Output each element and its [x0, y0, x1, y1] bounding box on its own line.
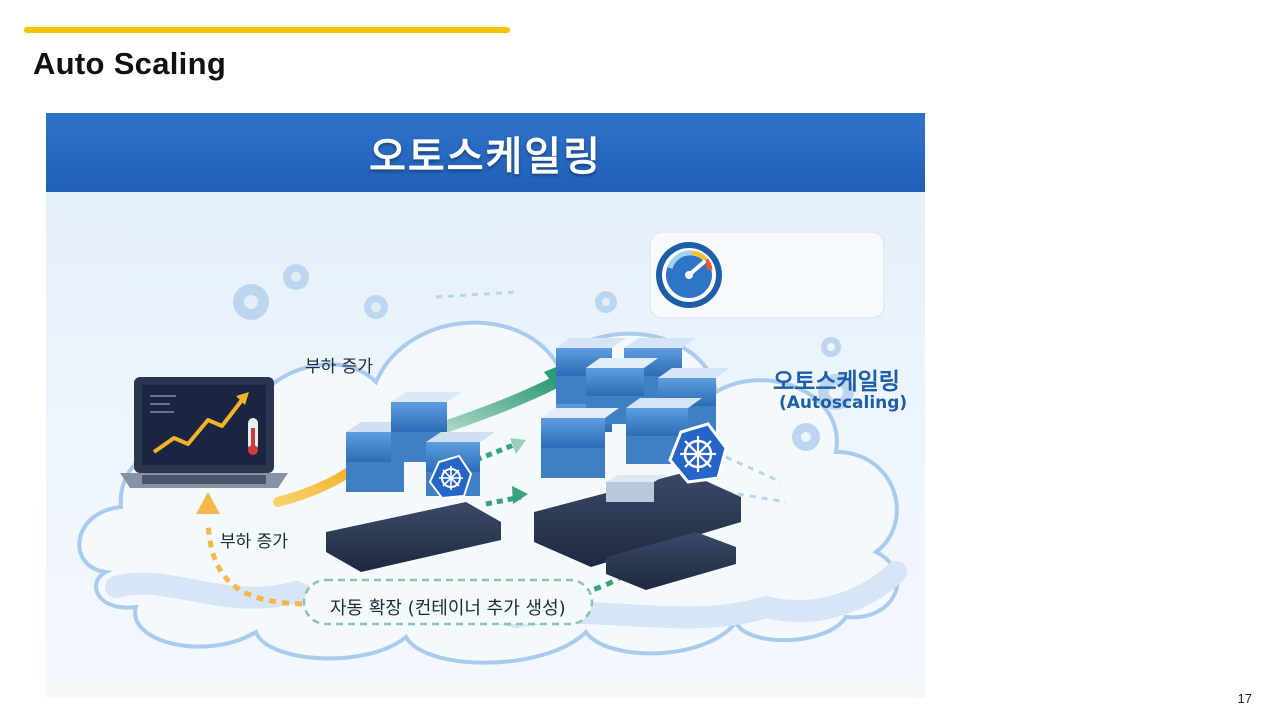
slide-title: Auto Scaling — [33, 46, 227, 81]
badge-subtitle: (Autoscaling) — [779, 393, 908, 413]
badge-title: 오토스케일링 — [773, 369, 900, 395]
scene-artwork — [77, 231, 907, 665]
banner-title: 오토스케일링 — [369, 133, 602, 180]
kubernetes-helm-icon — [668, 422, 728, 484]
speedometer-icon — [656, 242, 722, 308]
laptop-chart-icon — [120, 377, 288, 488]
load-increase-label-bottom: 부하 증가 — [220, 532, 288, 552]
accent-bar — [24, 27, 510, 33]
autoscaling-badge — [649, 231, 885, 319]
load-increase-label-top: 부하 증가 — [305, 357, 373, 377]
auto-expand-label: 자동 확장 (컨테이너 추가 생성) — [330, 598, 566, 619]
kubernetes-helm-icon — [428, 454, 473, 500]
server-cluster-icon — [534, 338, 741, 590]
auto-expand-label-box — [302, 578, 594, 626]
illustration-banner: 오토스케일링 — [46, 113, 925, 192]
thermometer-icon — [248, 418, 258, 455]
server-cluster-icon — [326, 392, 501, 572]
gear-icon — [233, 264, 854, 451]
page-number: 17 — [1237, 691, 1252, 706]
autoscaling-illustration: 오토스케일링 — [46, 113, 925, 698]
